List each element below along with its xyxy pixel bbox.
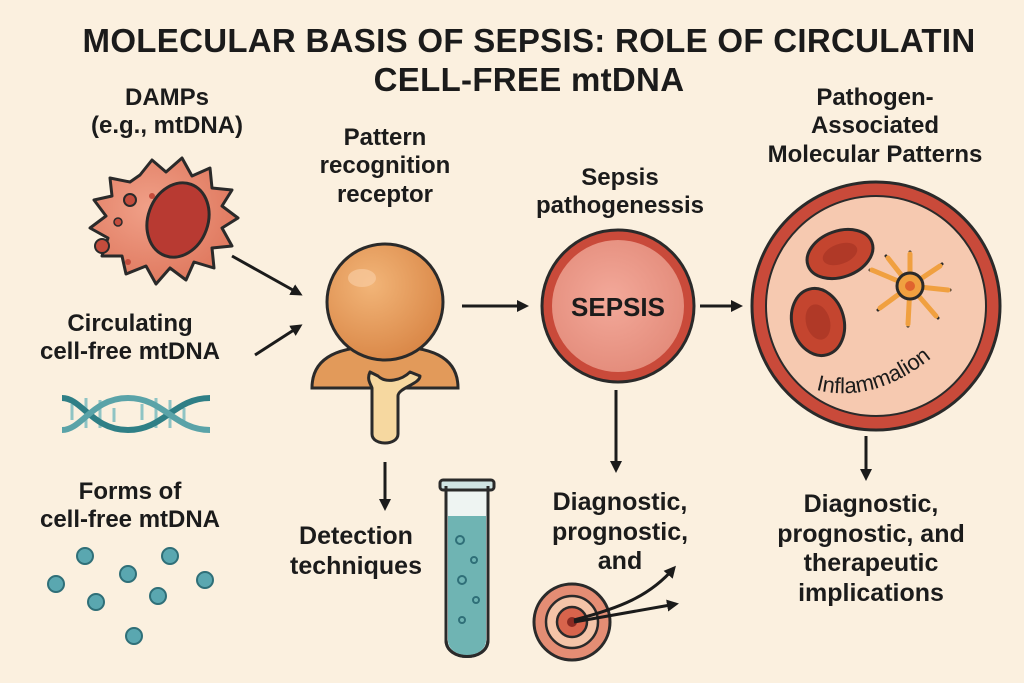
test-tube-icon bbox=[438, 478, 496, 658]
receptor-icon bbox=[310, 242, 460, 445]
sepsis-cell-icon bbox=[540, 228, 696, 384]
sepsis-node-label: SEPSIS bbox=[571, 292, 665, 322]
damps-label: DAMPs (e.g., mtDNA) bbox=[91, 84, 243, 140]
arrow-damps-to-receptor bbox=[231, 254, 303, 296]
sepsis-pathogenesis-label: Sepsis pathogenessis bbox=[535, 164, 705, 220]
arrow-target-up bbox=[573, 565, 676, 622]
diagnostic-mid-label: Diagnostic, prognostic, and bbox=[551, 488, 689, 575]
diagnostic-right-label: Diagnostic, prognostic, and therapeutic … bbox=[777, 490, 965, 607]
circulating-label: Circulating cell-free mtDNA bbox=[39, 310, 221, 366]
forms-label: Forms of cell-free mtDNA bbox=[39, 478, 221, 534]
arrow-mtdna-to-receptor bbox=[254, 324, 303, 357]
pamps-label: Pathogen- Associated Molecular Patterns bbox=[767, 84, 983, 168]
target-icon bbox=[532, 582, 612, 662]
page-title: MOLECULAR BASIS OF SEPSIS: ROLE OF CIRCU… bbox=[82, 22, 976, 98]
detection-label: Detection techniques bbox=[290, 522, 422, 580]
receptor-label: Pattern recognition receptor bbox=[319, 124, 451, 208]
mtdna-dots-icon bbox=[47, 547, 214, 645]
blood-vessel-icon: Inflammalion bbox=[750, 180, 1002, 432]
damaged-cell-icon bbox=[88, 156, 240, 286]
arrow-target-right bbox=[573, 599, 679, 624]
dna-helix-icon bbox=[61, 394, 211, 434]
